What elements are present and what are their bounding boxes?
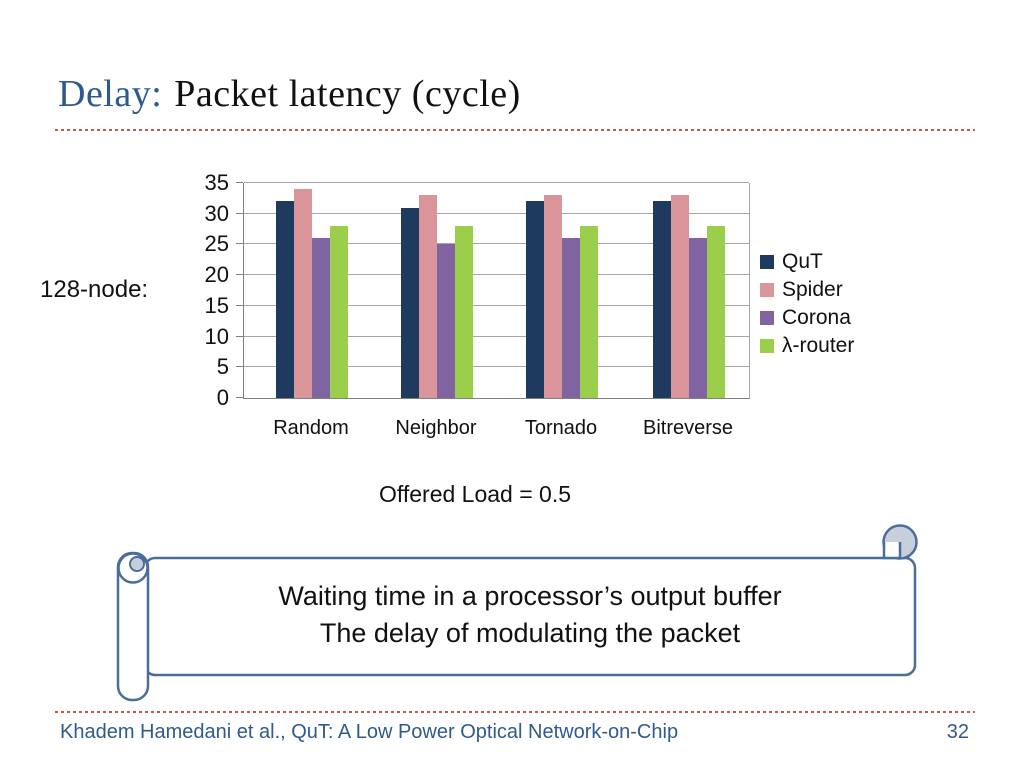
footer-citation: Khadem Hamedani et al., QuT: A Low Power… (60, 721, 679, 743)
gridline-15 (244, 304, 749, 306)
bar-bitreverse-corona (689, 238, 707, 398)
bar-bitreverse-λ-router (707, 226, 725, 398)
x-axis-label-tornado: Tornado (524, 417, 598, 439)
bar-tornado-corona (562, 238, 580, 398)
y-axis-tick-label-5: 5 (216, 354, 229, 380)
scroll-shape (116, 524, 918, 702)
y-axis-tick-label-30: 30 (204, 200, 229, 226)
chart-plot-area (243, 182, 750, 399)
page-title-rest: Packet latency (cycle) (174, 73, 521, 115)
bar-neighbor-corona (437, 244, 455, 398)
gridline-5 (244, 366, 749, 368)
legend-item-λ-router: λ-router (760, 332, 854, 360)
gridline-10 (244, 335, 749, 337)
y-axis-tick-mark-10 (236, 335, 243, 337)
title-divider-line (55, 129, 975, 131)
y-axis-tick-mark-35 (236, 182, 243, 183)
y-axis-tick-mark-20 (236, 274, 243, 276)
legend-label: Spider (782, 278, 843, 301)
y-axis-tick-mark-0 (236, 397, 243, 398)
legend-item-qut: QuT (760, 248, 854, 276)
bar-neighbor-qut (401, 208, 419, 398)
y-axis-tick-label-15: 15 (204, 292, 229, 318)
x-axis-label-neighbor: Neighbor (395, 417, 477, 439)
callout-line-1: Waiting time in a processor’s output buf… (278, 581, 782, 611)
legend-label: λ-router (782, 334, 855, 357)
scroll-left-curl-inner (129, 556, 145, 572)
scroll-right-curl-notch (882, 542, 902, 560)
node-count-label: 128-node: (40, 276, 149, 303)
callout-text: Waiting time in a processor’s output buf… (145, 578, 915, 652)
bar-random-λ-router (330, 226, 348, 398)
gridline-25 (244, 243, 749, 245)
y-axis-tick-mark-15 (236, 304, 243, 306)
bar-tornado-λ-router (580, 226, 598, 398)
gridline-30 (244, 212, 749, 214)
bar-bitreverse-qut (653, 201, 671, 398)
callout-line-2: The delay of modulating the packet (319, 618, 741, 648)
footer-page-number: 32 (946, 721, 969, 743)
x-axis-label-bitreverse: Bitreverse (642, 417, 734, 439)
legend-swatch-icon (760, 311, 774, 325)
gridline-20 (244, 274, 749, 276)
y-axis-tick-label-25: 25 (204, 231, 229, 257)
legend-swatch-icon (760, 339, 774, 353)
bar-neighbor-λ-router (455, 226, 473, 398)
bar-random-qut (276, 201, 294, 398)
legend-swatch-icon (760, 283, 774, 297)
footer-divider-line (55, 711, 975, 713)
y-axis-tick-label-20: 20 (204, 262, 229, 288)
y-axis-tick-mark-30 (236, 212, 243, 214)
y-axis-tick-mark-5 (236, 366, 243, 368)
y-axis-tick-label-0: 0 (216, 385, 229, 410)
bar-random-corona (312, 238, 330, 398)
x-axis-label-random: Random (273, 417, 349, 439)
chart-caption: Offered Load = 0.5 (378, 481, 572, 507)
bar-bitreverse-spider (671, 195, 689, 398)
legend-item-spider: Spider (760, 276, 854, 304)
bar-neighbor-spider (419, 195, 437, 398)
legend-swatch-icon (760, 255, 774, 269)
gridline-35 (244, 182, 749, 183)
bar-random-spider (294, 189, 312, 398)
legend-item-corona: Corona (760, 304, 854, 332)
y-axis-tick-label-10: 10 (204, 323, 229, 349)
y-axis-tick-mark-25 (236, 243, 243, 245)
bar-tornado-qut (526, 201, 544, 398)
bar-tornado-spider (544, 195, 562, 398)
legend-label: QuT (782, 250, 823, 273)
y-axis-tick-label-35: 35 (204, 170, 229, 195)
legend-label: Corona (782, 306, 851, 329)
page-title-prefix: Delay: (58, 73, 163, 115)
page-title: Delay: Packet latency (cycle) (58, 72, 521, 116)
